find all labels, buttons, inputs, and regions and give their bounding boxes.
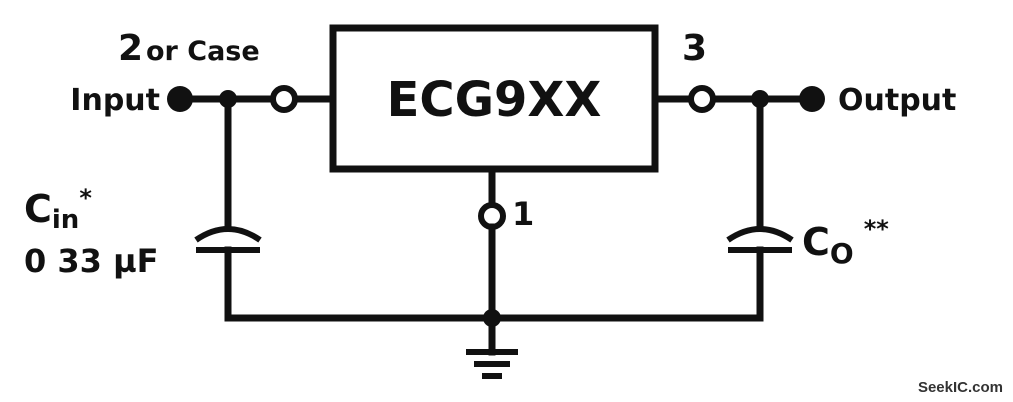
output-pin-circle xyxy=(688,85,716,113)
regulator-label: ECG9XX xyxy=(387,72,602,128)
ground-pin-number: 1 xyxy=(512,195,534,233)
input-cap-curved-plate xyxy=(194,226,262,243)
watermark: SeekIC.com xyxy=(918,379,1003,396)
input-pin-number: 2 xyxy=(118,28,143,69)
output-cap-name: CO** xyxy=(802,215,889,270)
input-cap-value: 0 33 µF xyxy=(24,242,158,280)
input-cap-name: Cin* xyxy=(24,184,92,235)
ground-junction-dot xyxy=(483,309,501,327)
input-pin-circle xyxy=(270,85,298,113)
input-terminal-dot xyxy=(167,86,193,112)
output-cap-curved-plate xyxy=(726,226,794,243)
output-terminal-dot xyxy=(799,86,825,112)
output-pin-number: 3 xyxy=(682,28,707,69)
output-terminal-label: Output xyxy=(838,83,956,118)
input-terminal-label: Input xyxy=(70,83,160,118)
input-pin-alt-label: or Case xyxy=(146,36,260,67)
